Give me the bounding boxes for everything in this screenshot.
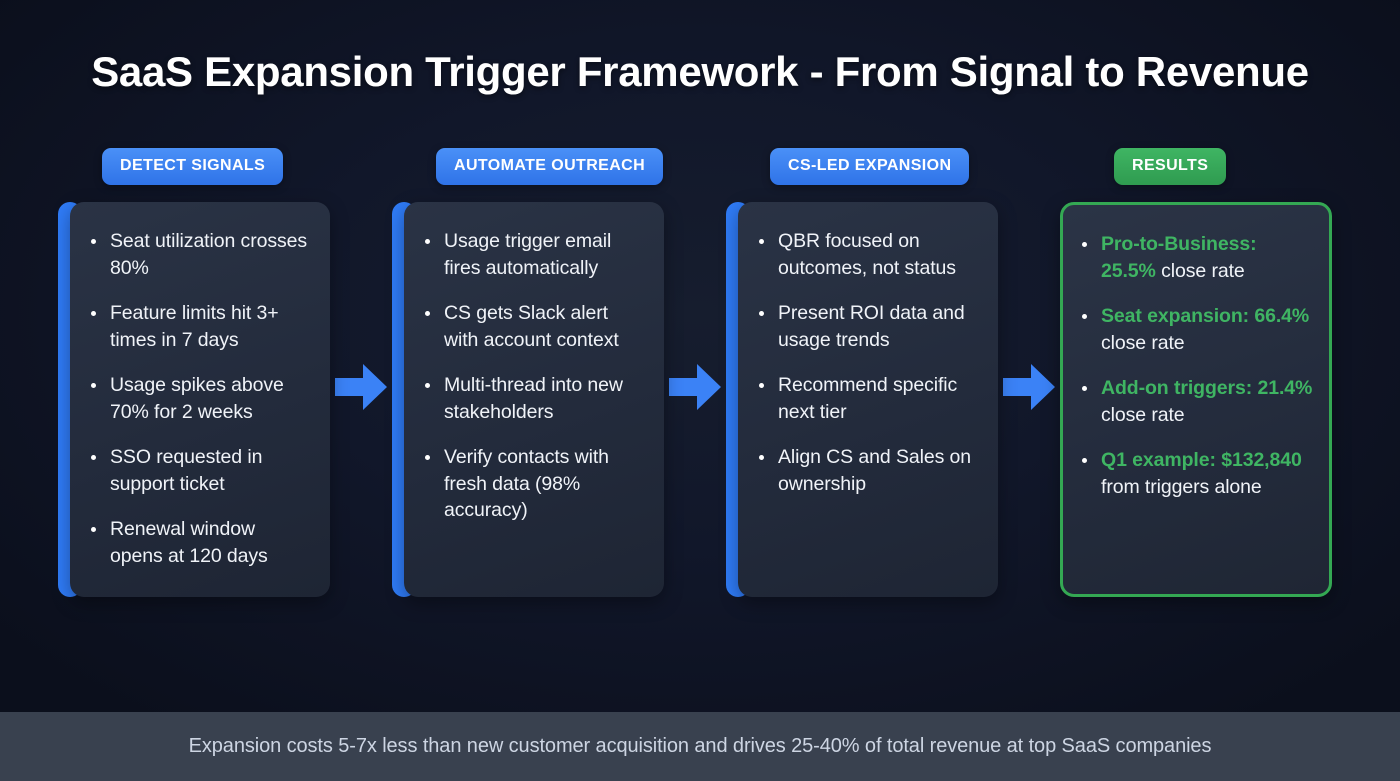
result-rest: from triggers alone [1101,475,1262,498]
bullet-list-cs-led-expansion: QBR focused on outcomes, not status Pres… [754,228,978,497]
result-value: 25.5% [1101,259,1156,282]
bullet-list-results: Pro-to-Business: 25.5% close rate Seat e… [1077,231,1313,500]
list-item: Seat expansion: 66.4% close rate [1077,303,1313,356]
card-wrap-cs-led-expansion: QBR focused on outcomes, not status Pres… [726,202,998,598]
result-label: Add-on triggers: [1101,377,1253,400]
list-item: Usage trigger email fires automatically [420,228,644,281]
page-title: SaaS Expansion Trigger Framework - From … [91,48,1309,95]
card-detect-signals: Seat utilization crosses 80% Feature lim… [70,202,330,598]
result-value: $132,840 [1221,449,1302,472]
flow-columns: DETECT SIGNALS Seat utilization crosses … [0,148,1400,598]
list-item: SSO requested in support ticket [86,444,310,497]
footer-caption: Expansion costs 5-7x less than new custo… [188,735,1212,757]
card-wrap-automate-outreach: Usage trigger email fires automatically … [392,202,664,598]
column-detect-signals: DETECT SIGNALS Seat utilization crosses … [58,148,330,598]
list-item: Renewal window opens at 120 days [86,516,310,569]
card-results: Pro-to-Business: 25.5% close rate Seat e… [1060,202,1332,598]
card-automate-outreach: Usage trigger email fires automatically … [404,202,664,598]
list-item: Present ROI data and usage trends [754,300,978,353]
result-value: 66.4% [1254,305,1310,328]
list-item: Q1 example: $132,840 from triggers alone [1077,447,1313,500]
footer-bar: Expansion costs 5-7x less than new custo… [0,712,1400,781]
list-item: Recommend specific next tier [754,372,978,425]
result-label: Pro-to-Business: [1101,233,1257,256]
badge-automate-outreach[interactable]: AUTOMATE OUTREACH [436,148,664,186]
arrow-right-icon-2 [664,364,726,411]
list-item: Pro-to-Business: 25.5% close rate [1077,231,1313,284]
column-automate-outreach: AUTOMATE OUTREACH Usage trigger email fi… [392,148,664,598]
column-cs-led-expansion: CS-LED EXPANSION QBR focused on outcomes… [726,148,998,598]
bullet-list-detect-signals: Seat utilization crosses 80% Feature lim… [86,228,310,569]
card-cs-led-expansion: QBR focused on outcomes, not status Pres… [738,202,998,598]
list-item: Multi-thread into new stakeholders [420,372,644,425]
result-rest: close rate [1161,259,1245,282]
list-item: Usage spikes above 70% for 2 weeks [86,372,310,425]
badge-detect-signals[interactable]: DETECT SIGNALS [102,148,284,186]
result-value: 21.4% [1257,377,1313,400]
card-wrap-results: Pro-to-Business: 25.5% close rate Seat e… [1060,202,1332,598]
card-wrap-detect-signals: Seat utilization crosses 80% Feature lim… [58,202,330,598]
list-item: Add-on triggers: 21.4% close rate [1077,375,1313,428]
list-item: CS gets Slack alert with account context [420,300,644,353]
arrow-right-icon-3 [998,364,1060,411]
list-item: Verify contacts with fresh data (98% acc… [420,444,644,524]
badge-cs-led-expansion[interactable]: CS-LED EXPANSION [770,148,970,186]
list-item: QBR focused on outcomes, not status [754,228,978,281]
column-results: RESULTS Pro-to-Business: 25.5% close rat… [1060,148,1332,598]
list-item: Align CS and Sales on ownership [754,444,978,497]
result-label: Seat expansion: [1101,305,1250,328]
footer-spacer [0,597,1400,712]
result-rest: close rate [1101,403,1185,426]
result-rest: close rate [1101,331,1185,354]
badge-results[interactable]: RESULTS [1114,148,1227,186]
list-item: Seat utilization crosses 80% [86,228,310,281]
arrow-right-icon-1 [330,364,392,411]
bullet-list-automate-outreach: Usage trigger email fires automatically … [420,228,644,524]
list-item: Feature limits hit 3+ times in 7 days [86,300,310,353]
result-label: Q1 example: [1101,449,1216,472]
